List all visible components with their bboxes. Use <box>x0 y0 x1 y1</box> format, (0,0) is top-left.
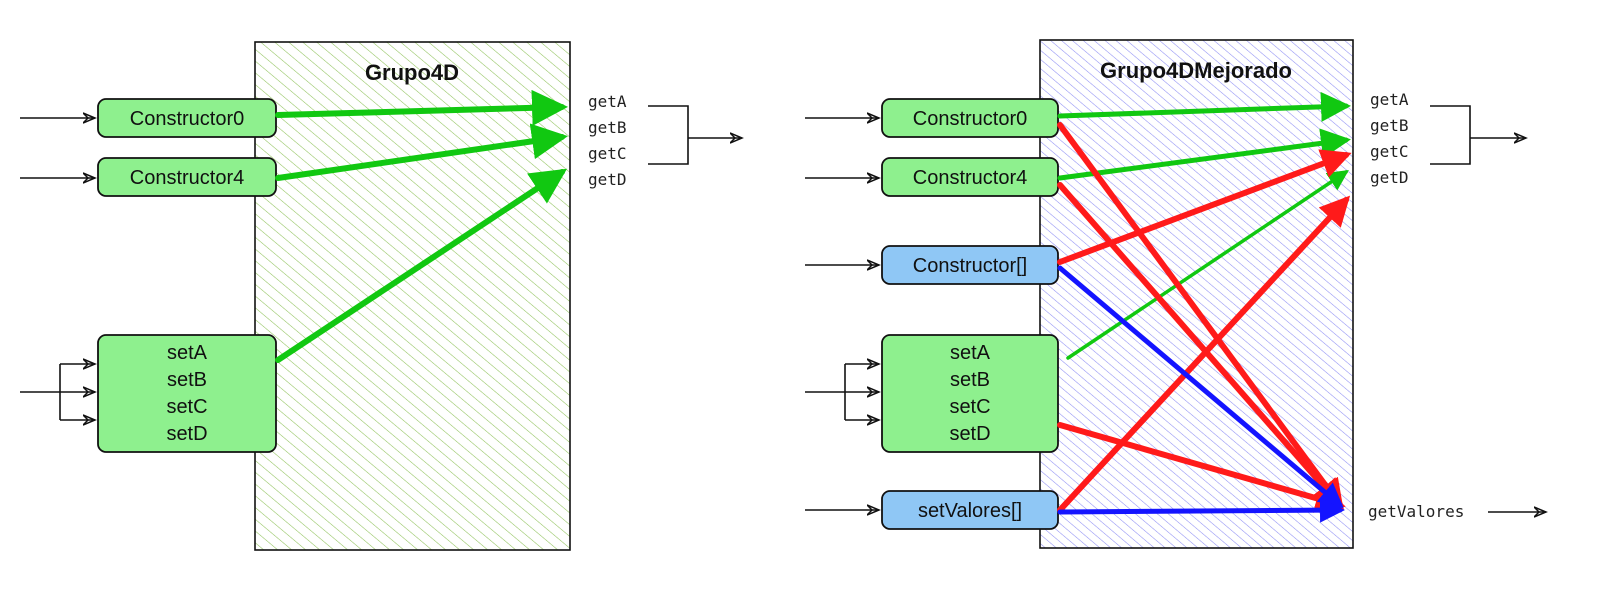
left-getters-bracket <box>648 105 689 165</box>
right-diagram: Grupo4DMejorado Constructor0 Constructor… <box>805 39 1546 549</box>
right-getter-label: getD <box>1370 168 1409 187</box>
left-setter-label: setA <box>167 342 208 364</box>
left-diagram: Grupo4D Constructor0 Constructor4 setA s… <box>20 41 742 551</box>
arrow-constructor-array-to-getC <box>1057 149 1352 265</box>
left-getter-label: getB <box>588 118 627 137</box>
right-setters-box: setA setB setC setD <box>881 334 1059 453</box>
left-getter-label: getC <box>588 144 627 163</box>
left-setter-label: setC <box>166 396 207 418</box>
right-setvalores-box: setValores[] <box>881 490 1059 530</box>
arrow-constructor4-to-getvalores <box>1057 182 1344 510</box>
left-constructor4-label: Constructor4 <box>130 167 245 189</box>
right-blue-arrows <box>1057 265 1345 523</box>
right-getters-bracket <box>1430 105 1471 165</box>
right-constructor0-box: Constructor0 <box>881 98 1059 138</box>
input-arrows-setters <box>805 364 879 420</box>
arrow-constructor4-to-getB <box>1057 128 1351 181</box>
left-setter-label: setD <box>166 423 207 445</box>
arrow-setters-to-getvalores <box>1057 422 1346 513</box>
right-setter-label: setC <box>949 396 990 418</box>
arrow-constructor4-to-getters <box>275 123 568 181</box>
left-green-arrows <box>275 89 568 363</box>
left-class-body <box>254 41 571 551</box>
right-setter-label: setB <box>950 369 990 391</box>
right-constructor0-label: Constructor0 <box>913 108 1028 130</box>
right-getter-label: getC <box>1370 142 1409 161</box>
left-getter-label: getD <box>588 170 627 189</box>
arrow-constructor-array-to-getvalores <box>1057 265 1344 509</box>
right-setter-label: setA <box>950 342 991 364</box>
right-getvalores-label: getValores <box>1368 502 1464 521</box>
right-constructor4-label: Constructor4 <box>913 167 1028 189</box>
right-constructor-array-box: Constructor[] <box>881 245 1059 285</box>
arrow-setters-to-getters <box>275 168 568 363</box>
arrow-constructor0-to-getvalores <box>1057 122 1344 510</box>
right-setvalores-label: setValores[] <box>918 500 1022 522</box>
left-constructor4-box: Constructor4 <box>97 157 277 197</box>
arrow-constructor0-to-getA <box>1057 91 1351 122</box>
right-red-arrows <box>1057 122 1352 513</box>
input-arrows-setters <box>20 364 95 420</box>
left-getter-label: getA <box>588 92 627 111</box>
right-setter-label: setD <box>949 423 990 445</box>
left-getters: getA getB getC getD <box>588 92 627 189</box>
right-constructor-array-label: Constructor[] <box>913 255 1027 277</box>
arrow-constructor0-to-getters <box>275 89 568 126</box>
arrow-setters-to-getD <box>1066 170 1349 360</box>
right-getters: getA getB getC getD <box>1370 90 1409 187</box>
right-getter-label: getA <box>1370 90 1409 109</box>
left-setter-label: setB <box>167 369 207 391</box>
left-constructor0-box: Constructor0 <box>97 98 277 138</box>
left-setters-box: setA setB setC setD <box>97 334 277 453</box>
right-constructor4-box: Constructor4 <box>881 157 1059 197</box>
arrow-setvalores-to-getters <box>1057 195 1351 513</box>
arrow-setvalores-to-getvalores <box>1057 497 1345 523</box>
right-green-arrows <box>1057 91 1351 360</box>
right-getter-label: getB <box>1370 116 1409 135</box>
left-constructor0-label: Constructor0 <box>130 108 245 130</box>
left-class-title: Grupo4D <box>365 60 459 85</box>
right-class-title: Grupo4DMejorado <box>1100 58 1292 83</box>
